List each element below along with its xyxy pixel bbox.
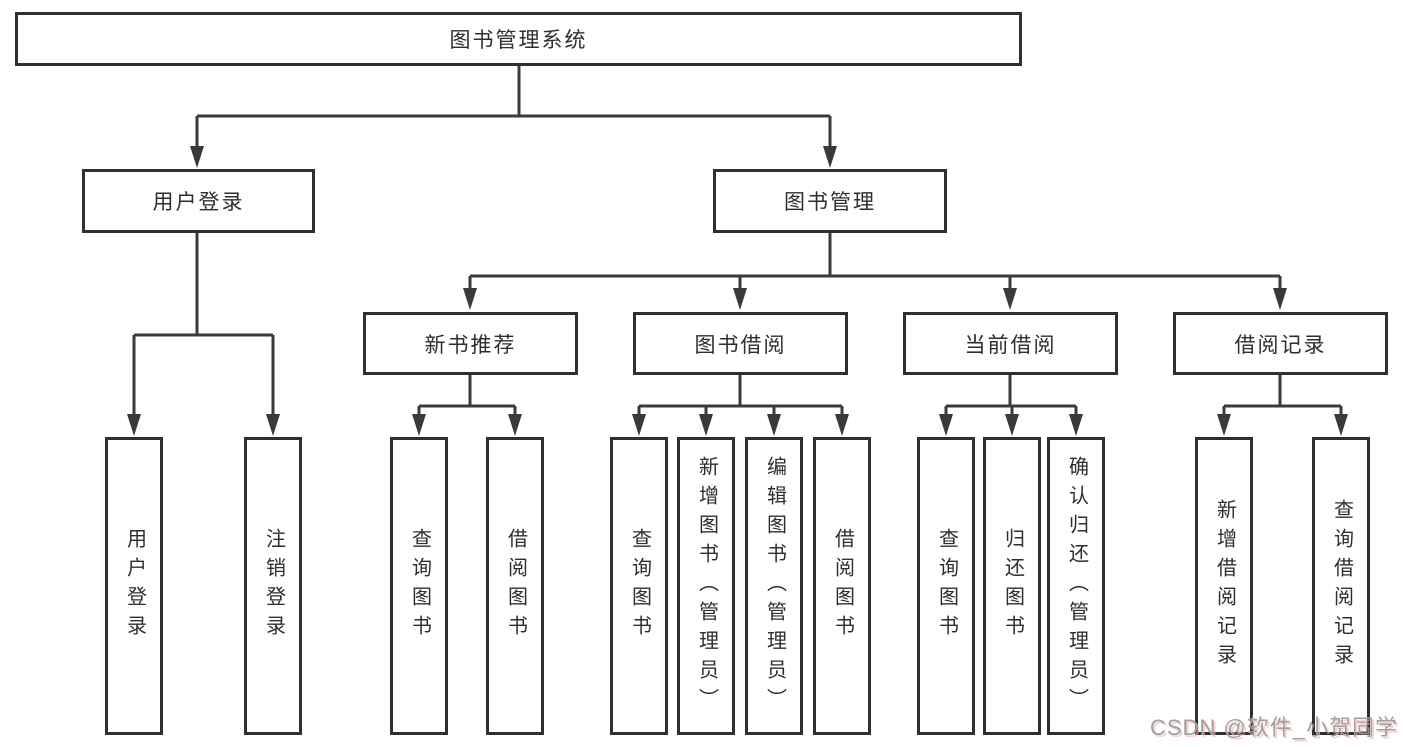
arrowhead [127, 414, 141, 436]
leaf-label: 借阅图书 [831, 528, 854, 644]
leaf-logout: 注销登录 [244, 437, 302, 735]
leaf-label: 查询图书 [935, 528, 958, 644]
arrowhead [1273, 288, 1287, 310]
arrowhead [463, 288, 477, 310]
leaf-label: 查询图书 [628, 528, 651, 644]
leaf-label: 注销登录 [262, 528, 285, 644]
node-book-borrow: 图书借阅 [633, 312, 848, 375]
leaf-label: 编辑图书（管理员） [763, 455, 786, 717]
arrowhead [412, 414, 426, 436]
arrowhead [1003, 288, 1017, 310]
connector-management-split [463, 233, 1287, 310]
node-book-management-branch: 图书管理 [713, 169, 947, 233]
connector-login-split [127, 233, 280, 436]
arrowhead [1069, 414, 1083, 436]
leaf-borrow-books: 借阅图书 [813, 437, 871, 735]
leaf-label: 归还图书 [1001, 528, 1024, 644]
leaf-label: 查询借阅记录 [1330, 499, 1353, 673]
leaf-user-login: 用户登录 [105, 437, 163, 735]
leaf-add-book-admin: 新增图书（管理员） [677, 437, 735, 735]
node-root-system: 图书管理系统 [15, 12, 1022, 66]
arrowhead [823, 146, 837, 168]
arrowhead [266, 414, 280, 436]
leaf-query-books-current: 查询图书 [917, 437, 975, 735]
arrowhead [835, 414, 849, 436]
arrowhead [632, 414, 646, 436]
leaf-label: 确认归还（管理员） [1065, 455, 1088, 717]
arrowhead [733, 288, 747, 310]
arrowhead [1334, 414, 1348, 436]
leaf-borrow-books-recommend: 借阅图书 [486, 437, 544, 735]
connector-recommend-split [412, 375, 522, 436]
arrowhead [1217, 414, 1231, 436]
arrowhead [508, 414, 522, 436]
arrowhead [699, 414, 713, 436]
arrowhead [190, 146, 204, 168]
node-user-login-branch: 用户登录 [82, 169, 315, 233]
connector-borrow-split [632, 375, 849, 436]
arrowhead [1005, 414, 1019, 436]
node-new-book-recommend: 新书推荐 [363, 312, 578, 375]
connector-root-split [190, 66, 837, 168]
connector-records-split [1217, 375, 1348, 436]
node-borrow-records: 借阅记录 [1173, 312, 1388, 375]
leaf-query-borrow-record: 查询借阅记录 [1312, 437, 1370, 735]
leaf-label: 新增借阅记录 [1213, 499, 1236, 673]
arrowhead [767, 414, 781, 436]
connector-current-split [939, 375, 1083, 436]
leaf-edit-book-admin: 编辑图书（管理员） [745, 437, 803, 735]
leaf-query-books-borrow: 查询图书 [610, 437, 668, 735]
leaf-query-books-recommend: 查询图书 [390, 437, 448, 735]
leaf-label: 借阅图书 [504, 528, 527, 644]
arrowhead [939, 414, 953, 436]
leaf-label: 用户登录 [123, 528, 146, 644]
leaf-label: 新增图书（管理员） [695, 455, 718, 717]
leaf-add-borrow-record: 新增借阅记录 [1195, 437, 1253, 735]
leaf-return-book: 归还图书 [983, 437, 1041, 735]
leaf-confirm-return-admin: 确认归还（管理员） [1047, 437, 1105, 735]
node-current-borrow: 当前借阅 [903, 312, 1118, 375]
csdn-watermark: CSDN @软件_小贺同学 [1149, 715, 1398, 740]
leaf-label: 查询图书 [408, 528, 431, 644]
